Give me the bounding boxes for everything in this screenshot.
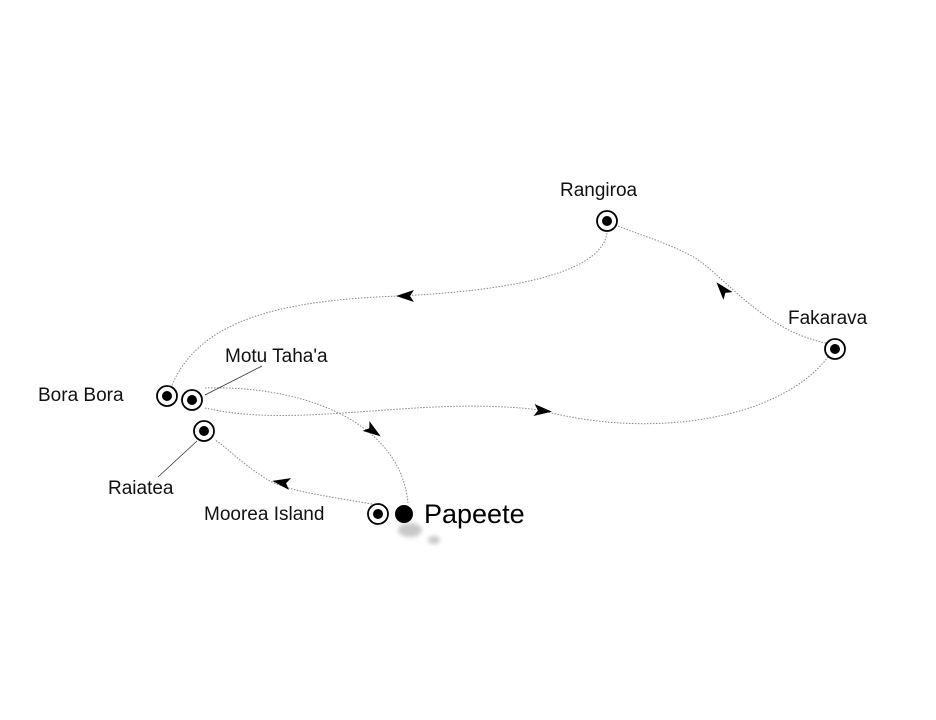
port-label-raiatea: Raiatea xyxy=(108,478,174,499)
port-label-moorea: Moorea Island xyxy=(204,504,325,525)
route-motu-to-fakarava xyxy=(204,356,829,425)
port-label-fakarava: Fakarava xyxy=(788,308,868,329)
arrow-icon xyxy=(716,282,733,300)
route-motu-to-papeete xyxy=(204,387,409,504)
port-label-motu-tahaa: Motu Taha'a xyxy=(225,346,328,367)
marker-bora-bora[interactable] xyxy=(156,385,178,407)
port-label-bora-bora: Bora Bora xyxy=(38,385,124,406)
port-label-rangiroa: Rangiroa xyxy=(560,180,638,201)
leader-motu-tahaa xyxy=(204,365,263,396)
arrow-icon xyxy=(396,290,414,302)
arrow-icon xyxy=(362,421,381,437)
arrow-icon xyxy=(533,404,552,416)
land-shadow xyxy=(398,523,440,544)
marker-motu-tahaa[interactable] xyxy=(181,389,203,411)
marker-papeete[interactable] xyxy=(395,505,413,523)
route-fakarava-to-rangiroa xyxy=(617,225,827,344)
marker-moorea[interactable] xyxy=(367,503,389,525)
leader-raiatea xyxy=(157,440,198,478)
arrow-icon xyxy=(272,478,292,490)
port-markers xyxy=(156,210,846,525)
port-label-papeete: Papeete xyxy=(424,499,525,529)
route-moorea-to-raiatea xyxy=(214,439,373,505)
marker-rangiroa[interactable] xyxy=(596,210,618,232)
marker-raiatea[interactable] xyxy=(193,420,215,442)
marker-fakarava[interactable] xyxy=(824,338,846,360)
